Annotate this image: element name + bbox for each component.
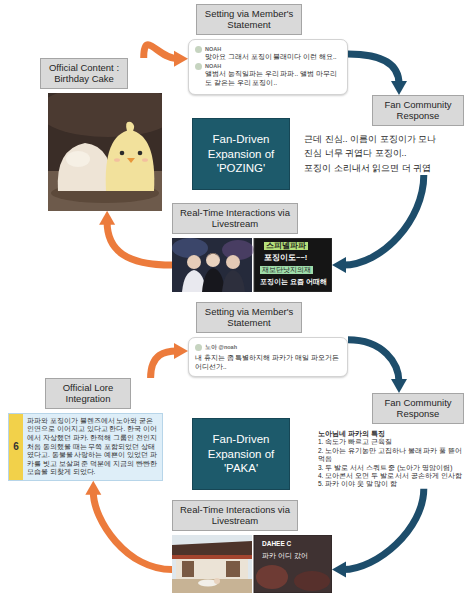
callout-number: 6 bbox=[9, 414, 23, 480]
stage-label: Setting via Member's Statement bbox=[196, 4, 302, 35]
stage-label: Official Content : Birthday Cake bbox=[40, 58, 128, 89]
fan-comment: 5. 파카 이야 웃 말 많이 함 bbox=[300, 480, 465, 488]
arrowhead bbox=[332, 562, 346, 578]
stage-label: Official Lore Integration bbox=[45, 378, 131, 409]
stage-label: Fan Community Response bbox=[372, 393, 464, 424]
stage-label: Real-Time Interactions via Livestream bbox=[172, 203, 298, 234]
stage-group: Setting via Member's Statement 노아 @noah 내 … bbox=[188, 302, 348, 377]
stage-group: Real-Time Interactions via Livestream 스피… bbox=[172, 203, 332, 292]
arrowhead bbox=[85, 481, 101, 495]
arrow-line bbox=[343, 489, 424, 570]
arrow-line bbox=[151, 351, 177, 378]
arrowhead bbox=[332, 257, 346, 273]
stage-label: Setting via Member's Statement bbox=[196, 302, 302, 333]
speaker-name: 노아 @noah bbox=[205, 344, 237, 351]
comment-panel: 노아님네 파카의 특징1. 속도가 빠르고 근육질2. 노아는 유기농만 고집하… bbox=[300, 430, 465, 489]
avatar-dot bbox=[195, 46, 202, 53]
arrowhead bbox=[391, 379, 407, 393]
fan-comment: 근데 진심.. 이름이 포징이가 모나 bbox=[300, 132, 465, 146]
cake-photo bbox=[48, 93, 162, 211]
center-text: Fan-Driven Expansion of 'PAKA' bbox=[197, 432, 285, 475]
stage-group: Fan Community Response 근데 진심.. 이름이 포징이가 모… bbox=[300, 95, 465, 175]
stream-caption: 포징이도~~! bbox=[262, 254, 309, 263]
stage-group: Fan Community Response 노아님네 파카의 특징1. 속도가 … bbox=[300, 393, 465, 489]
chat-panel: NOAH맞아요 그래서 포징이 블래미다 이런 해요..NOAH앨범서 능직일파… bbox=[188, 39, 348, 95]
cycle-arrow bbox=[151, 343, 188, 378]
stream-caption: 파카 어디 갔어 bbox=[260, 552, 310, 559]
cycle-arrow bbox=[99, 211, 172, 265]
cycle-arrow bbox=[85, 481, 172, 570]
stream-caption: 포징이는 요즘 어때해 bbox=[258, 278, 329, 285]
livestream-screenshot bbox=[172, 535, 332, 593]
fan-comment: 진심 너무 귀엽다 포징이.. bbox=[300, 146, 465, 160]
arrow-line bbox=[107, 222, 172, 265]
lore-text: 파파와 포징이가 블렌즈에서 노아와 굳은 인연으로 이어지고 있다고 한다. … bbox=[23, 414, 162, 480]
cycle-arrow bbox=[348, 340, 407, 393]
arrowhead bbox=[174, 51, 188, 67]
stream-caption: 재보단낫지의재 bbox=[260, 266, 313, 274]
cycle-arrow bbox=[332, 489, 424, 578]
cycle-arrow bbox=[332, 175, 424, 273]
cycle-arrow bbox=[348, 54, 407, 95]
comment-panel: 근데 진심.. 이름이 포징이가 모나진심 너무 귀엽다 포징이..포징이 소리… bbox=[300, 132, 465, 175]
arrow-line bbox=[343, 175, 424, 265]
center-box: Fan-Driven Expansion of 'POZING' bbox=[192, 118, 290, 190]
arrowhead bbox=[99, 211, 115, 225]
arrow-line bbox=[348, 340, 399, 382]
lore-card: 6파파와 포징이가 블렌즈에서 노아와 굳은 인연으로 이어지고 있다고 한다.… bbox=[8, 413, 163, 481]
chat-message: 맞아요 그래서 포징이 블래미다 이런 해요.. bbox=[205, 53, 341, 61]
stage-group: Setting via Member's StatementNOAH맞아요 그래… bbox=[188, 4, 348, 95]
cycle-arrow bbox=[144, 45, 188, 67]
stream-caption: 스피넬파파 bbox=[264, 242, 308, 251]
speaker-name: NOAH bbox=[205, 46, 221, 53]
avatar-dot bbox=[195, 344, 202, 351]
stream-panel: DAHEE C 파카 어디 갔어 bbox=[172, 535, 332, 593]
arrow-line bbox=[144, 45, 177, 59]
arrowhead bbox=[174, 343, 188, 359]
post-panel: 노아 @noah 내 휴지는 좀 특별하지해 파카가 매일 파오거든 어디선가.. bbox=[188, 337, 348, 378]
arrow-line bbox=[348, 54, 399, 84]
center-box: Fan-Driven Expansion of 'PAKA' bbox=[192, 418, 290, 490]
fan-comment: 3. 두 발로 서서 스쿼트 중 (노아가 명암이렴) bbox=[300, 464, 465, 472]
fan-comment: 1. 속도가 빠르고 근육질 bbox=[300, 438, 465, 446]
avatar-dot bbox=[195, 63, 202, 70]
post-text: 내 휴지는 좀 특별하지해 파카가 매일 파오거든 어디선가.. bbox=[195, 354, 341, 372]
arrowhead bbox=[391, 81, 407, 95]
stream-caption: DAHEE C bbox=[260, 540, 293, 547]
fan-comment: 포징이 소리내서 읽으면 더 귀엽 bbox=[300, 161, 465, 175]
photo-panel bbox=[48, 93, 162, 211]
stage-group: Real-Time Interactions via Livestream DA… bbox=[172, 500, 332, 593]
speaker-row: NOAH bbox=[195, 46, 341, 53]
stream-panel: 스피넬파파포징이도~~! 재보단낫지의재포징이는 요즘 어때해 bbox=[172, 238, 332, 292]
stage-label: Fan Community Response bbox=[372, 95, 464, 126]
chat-message: 앨범서 능직일파는 우리 파파.. 앨범 마무리도 같은는 우리 포징이.. bbox=[205, 70, 341, 87]
stage-group: Official Content : Birthday Cake bbox=[40, 58, 162, 211]
speaker-name: NOAH bbox=[205, 63, 221, 70]
stage-label: Real-Time Interactions via Livestream bbox=[172, 500, 298, 531]
fan-comment: 2. 노아는 유기농만 고집하나 몰래 파카 풀 뜯어먹음 bbox=[300, 447, 465, 464]
fan-comment: 4. 모아콘서 오면 두 발로 서서 공손하게 인사함 bbox=[300, 472, 465, 480]
speaker-row: 노아 @noah bbox=[195, 344, 341, 351]
stage-group: Official Lore Integration 6파파와 포징이가 블렌즈에서… bbox=[8, 378, 163, 481]
fan-comment: 노아님네 파카의 특징 bbox=[300, 430, 465, 438]
center-text: Fan-Driven Expansion of 'POZING' bbox=[197, 132, 285, 175]
arrow-line bbox=[93, 492, 172, 570]
speaker-row: NOAH bbox=[195, 63, 341, 70]
